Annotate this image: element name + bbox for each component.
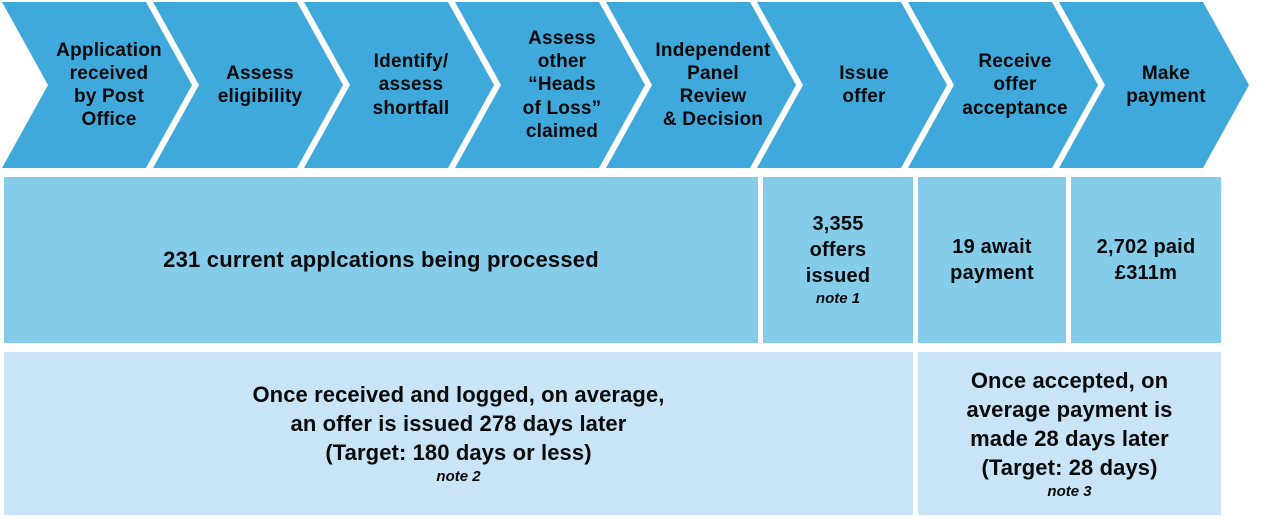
timing-offer-issued: Once received and logged, on average, an… [4,352,913,515]
stat-await-payment-text: 19 await payment [950,236,1034,284]
stage-chevron-identify-assess-shortfall: Identify/ assess shortfall [304,2,494,168]
stat-offers-issued: 3,355 offers issued note 1 [763,177,913,343]
timing-payment-made: Once accepted, on average payment is mad… [918,352,1221,515]
chevron-stage-row: Application received by Post Office Asse… [2,2,1251,168]
timing-payment-made-text: Once accepted, on average payment is mad… [966,367,1173,480]
timing-offer-issued-note: note 2 [436,468,481,486]
timing-offer-issued-text: Once received and logged, on average, an… [252,382,665,466]
stat-current-applications-text: 231 current applcations being processed [163,246,599,272]
stat-await-payment: 19 await payment [918,177,1066,343]
stat-current-applications: 231 current applcations being processed [4,177,758,343]
stat-offers-issued-text: 3,355 offers issued [805,213,871,288]
stat-offers-issued-note: note 1 [815,290,861,308]
stage-chevron-independent-panel-review: Independent Panel Review & Decision [606,2,796,168]
stat-paid-total-text: 2,702 paid £311m [1096,236,1196,284]
timing-payment-made-note: note 3 [1047,482,1092,500]
stat-paid-total: 2,702 paid £311m [1071,177,1221,343]
stage-chevron-application-received: Application received by Post Office [2,2,192,168]
